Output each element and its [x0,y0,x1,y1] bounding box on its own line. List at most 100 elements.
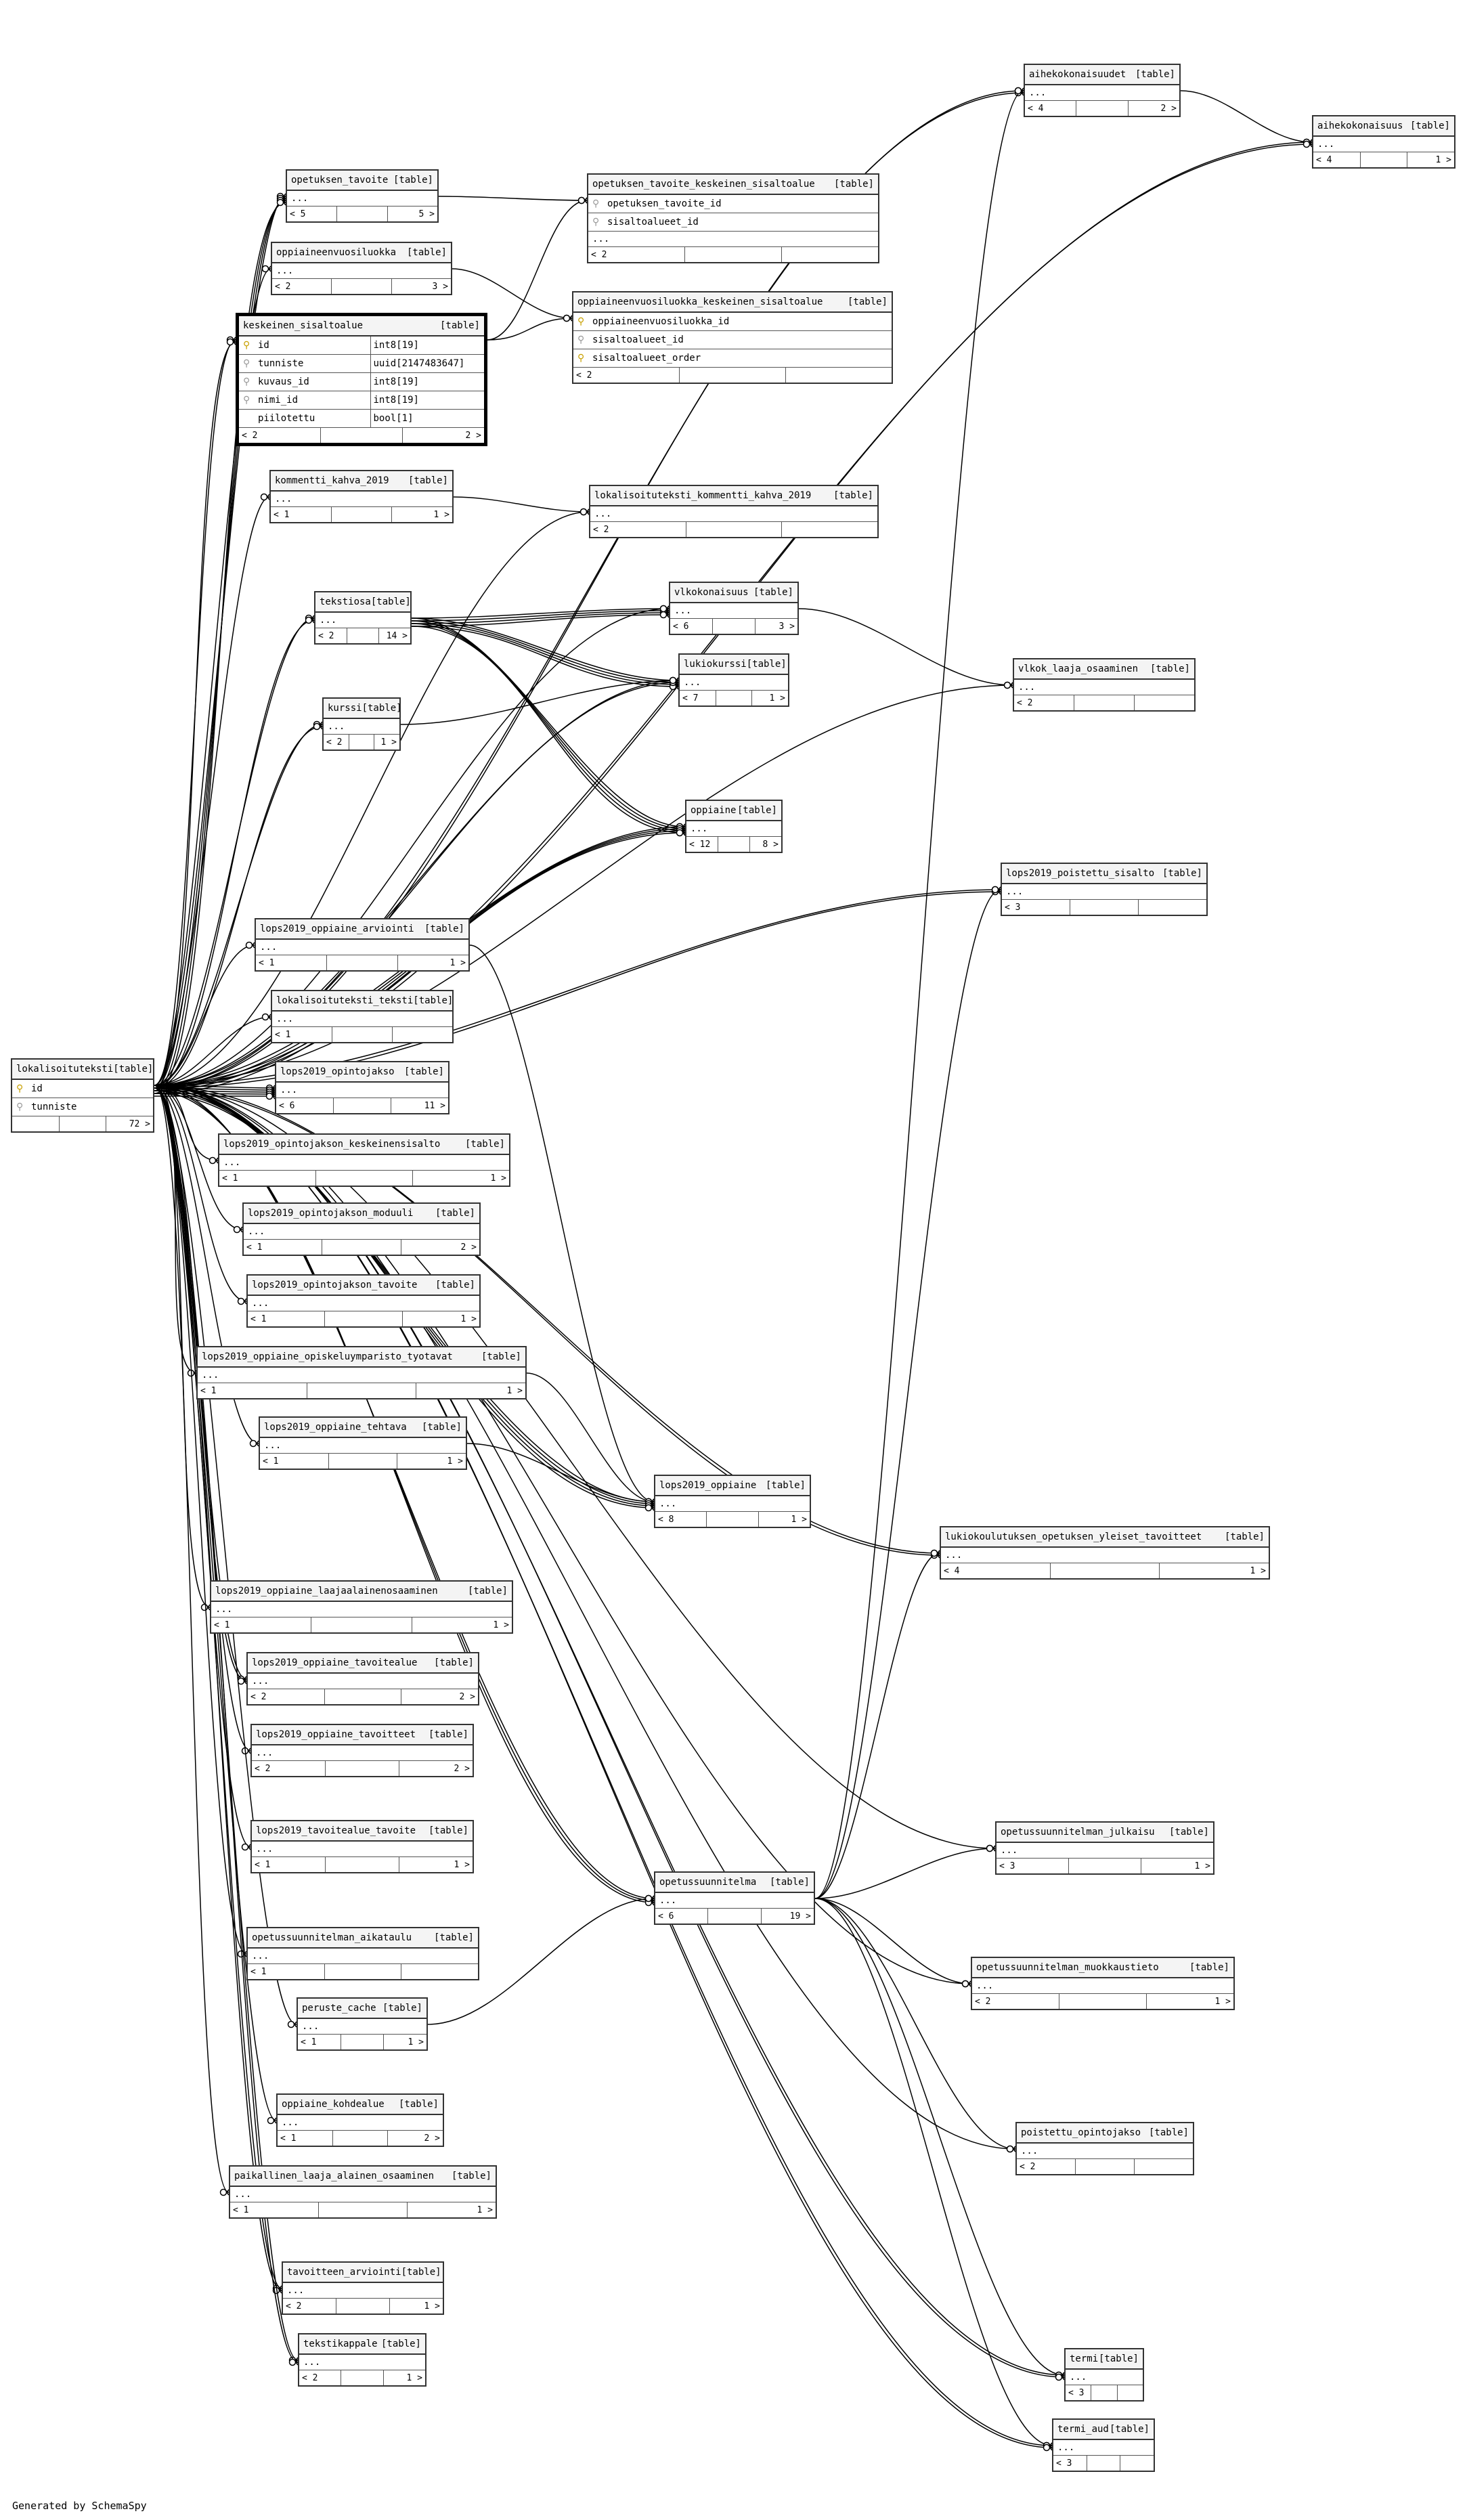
crow-foot-icon [676,677,679,681]
crow-foot-icon [244,1678,247,1682]
parent-count: < 7 [682,693,699,703]
table-header: opetuksen_tavoite_keskeinen_sisaltoalue[… [588,175,878,195]
more-columns: ... [655,1893,814,1909]
column-name: nimi_id [258,395,299,406]
crow-foot-icon [1049,2447,1053,2451]
crow-foot-icon [1309,141,1313,145]
optional-many-marker-icon [267,2116,275,2125]
parent-count: < 1 [273,509,290,520]
crow-foot-icon [666,605,670,609]
crow-foot-icon [1010,685,1013,689]
table-header: oppiaineenvuosiluokka[table] [272,243,451,263]
table-poistettu-opintojakso[interactable]: poistettu_opintojakso[table]...< 2 [1015,2122,1194,2175]
table-opetuksen-tavoite-keskeinen-sisaltoalue[interactable]: opetuksen_tavoite_keskeinen_sisaltoalue[… [587,173,879,263]
crow-foot-icon [682,825,686,829]
table-opetussuunnitelman-muokkaustieto[interactable]: opetussuunnitelman_muokkaustieto[table].… [971,1957,1235,2010]
child-count: 1 > [391,507,452,522]
more-columns: ... [260,1438,466,1454]
table-opetussuunnitelman-julkaisu[interactable]: opetussuunnitelman_julkaisu[table]...< 3… [995,1821,1214,1875]
child-count: 3 > [391,279,451,294]
more-columns: ... [248,1949,478,1964]
table-lops2019-opintojakson-moduuli[interactable]: lops2019_opintojakson_moduuli[table]...<… [242,1202,481,1256]
optional-many-marker-icon [676,829,684,837]
more-columns: ... [972,1978,1233,1994]
table-lops2019-poistettu-sisalto[interactable]: lops2019_poistettu_sisalto[table]...< 3 [1001,863,1208,916]
table-type-tag: [table] [464,1139,505,1150]
more-columns: ... [230,2187,496,2202]
parent-count: < 1 [200,1385,217,1396]
table-lokalisoituteksti-kommentti-kahva-2019[interactable]: lokalisoituteksti_kommentti_kahva_2019[t… [589,485,879,538]
table-paikallinen-laaja-alainen-osaaminen[interactable]: paikallinen_laaja_alainen_osaaminen[tabl… [229,2165,497,2219]
table-header: opetuksen_tavoite[table] [287,171,437,191]
table-lops2019-oppiaine-opiskeluymparisto-tyotavat[interactable]: lops2019_oppiaine_opiskeluymparisto_tyot… [196,1346,527,1399]
table-lokalisoituteksti-teksti[interactable]: lokalisoituteksti_teksti[table]...< 1 [271,990,454,1043]
table-vlkok-laaja-osaaminen[interactable]: vlkok_laaja_osaaminen[table]...< 2 [1013,658,1196,712]
table-type-tag: [table] [769,1877,810,1888]
parent-count: < 1 [250,1966,267,1977]
column-name: sisaltoalueet_id [607,217,699,227]
optional-many-marker-icon [1055,2373,1063,2381]
crow-foot-icon [244,1298,247,1302]
foreign-key-icon: ⚲ [577,334,585,345]
crow-foot-icon [311,620,315,624]
table-oppiaineenvuosiluokka-keskeinen-sisaltoalue[interactable]: oppiaineenvuosiluokka_keskeinen_sisaltoa… [572,291,893,384]
table-lops2019-oppiaine-arviointi[interactable]: lops2019_oppiaine_arviointi[table]...< 1… [255,918,470,972]
more-columns: ... [248,1674,478,1689]
table-type-tag: [table] [435,1208,475,1219]
crow-foot-icon [311,615,315,619]
table-termi-aud[interactable]: termi_aud[table]...< 3 [1052,2418,1155,2472]
table-footer: < 3 [1002,900,1206,915]
relationship-line [154,944,255,1086]
relationship-line [487,200,588,341]
relationship-line [526,1372,655,1502]
table-lukiokoulutuksen-opetuksen-yleiset-tavoitteet[interactable]: lukiokoulutuksen_opetuksen_yleiset_tavoi… [940,1526,1270,1580]
parent-count: < 2 [255,1763,271,1774]
table-lops2019-opintojakson-keskeinensisalto[interactable]: lops2019_opintojakson_keskeinensisalto[t… [218,1133,510,1187]
table-opetussuunnitelman-aikataulu[interactable]: opetussuunnitelman_aikataulu[table]...< … [246,1927,479,1980]
table-lops2019-oppiaine-tavoitealue[interactable]: lops2019_oppiaine_tavoitealue[table]...<… [246,1652,479,1706]
more-columns: ... [198,1368,525,1383]
crow-foot-icon [676,680,679,684]
table-lops2019-opintojakson-tavoite[interactable]: lops2019_opintojakson_tavoite[table]...<… [246,1274,481,1328]
parent-count: < 2 [242,430,258,441]
table-lops2019-oppiaine-laajaalainenosaaminen[interactable]: lops2019_oppiaine_laajaalainenosaaminen[… [210,1580,513,1634]
parent-count: < 2 [576,370,592,381]
table-lops2019-oppiaine-tavoitteet[interactable]: lops2019_oppiaine_tavoitteet[table]...< … [250,1724,474,1777]
table-name: lops2019_oppiaine_opiskeluymparisto_tyot… [202,1351,453,1362]
child-count: 1 > [383,2035,426,2049]
relationship-line [154,682,679,1089]
table-lops2019-tavoitealue-tavoite[interactable]: lops2019_tavoitealue_tavoite[table]...< … [250,1820,474,1873]
column-row: ⚲oppiaineenvuosiluokka_id [573,313,892,331]
table-header: lokalisoituteksti[table] [12,1060,153,1080]
child-count: 14 > [378,628,410,643]
table-termi[interactable]: termi[table]...< 3 [1064,2348,1144,2402]
table-type-tag: [table] [433,1932,474,1943]
column-row: ⚲id [12,1080,153,1098]
parent-count [12,1116,59,1131]
